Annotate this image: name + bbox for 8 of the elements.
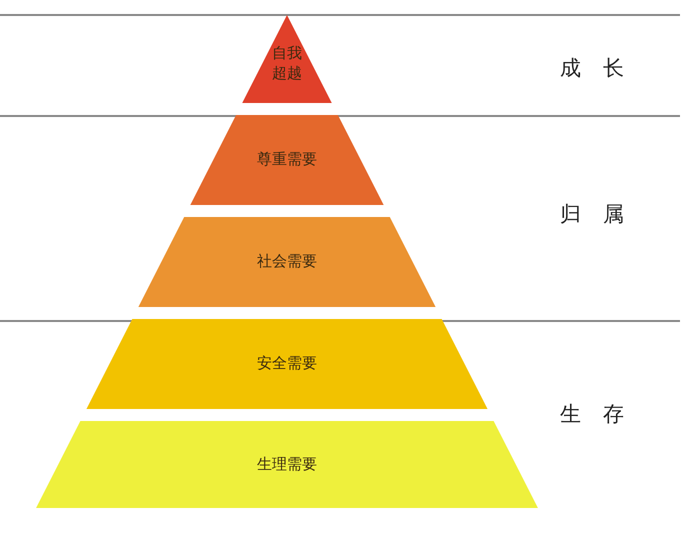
layer-label: 自我超越 bbox=[270, 43, 303, 83]
layer-label: 生理需要 bbox=[256, 454, 318, 474]
layer-label: 尊重需要 bbox=[256, 150, 318, 169]
tier-label: 归属 bbox=[560, 201, 647, 228]
layer-label: 社会需要 bbox=[256, 252, 318, 271]
tier-label: 成长 bbox=[560, 55, 647, 82]
tier-label: 生存 bbox=[560, 401, 647, 428]
layer-label: 安全需要 bbox=[256, 354, 318, 373]
